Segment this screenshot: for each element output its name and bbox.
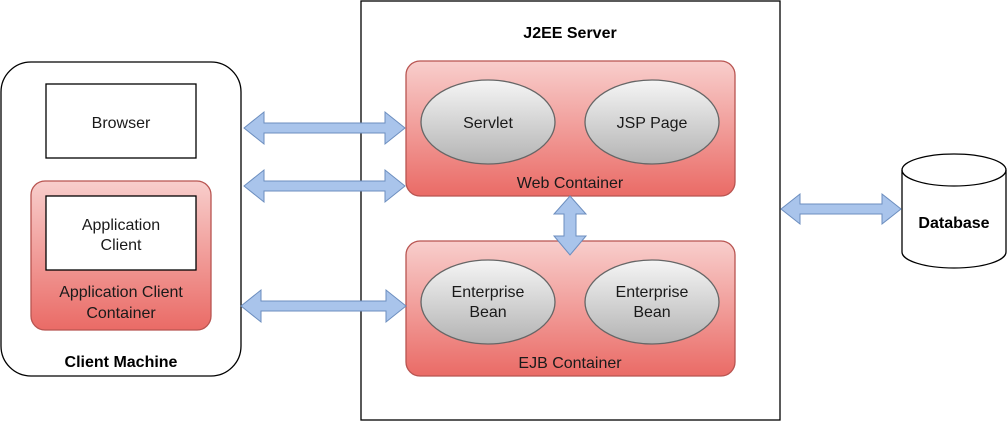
enterprise-bean-left-line2: Bean — [469, 304, 506, 321]
arrow-app-client-ejb-container — [240, 288, 407, 324]
enterprise-bean-left-ellipse — [420, 259, 556, 345]
enterprise-bean-right-line2: Bean — [633, 304, 670, 321]
jsp-page-label: JSP Page — [617, 115, 688, 132]
database-cylinder — [901, 153, 1007, 269]
j2ee-server-title: J2EE Server — [523, 25, 616, 42]
database-cylinder-rim — [901, 169, 1007, 187]
application-client-label-line1: Application — [82, 217, 160, 234]
arrow-app-client-web-container — [243, 168, 406, 204]
jsp-page-ellipse — [584, 79, 720, 165]
browser-box — [45, 83, 197, 159]
enterprise-bean-left-line1: Enterprise — [452, 284, 525, 301]
application-client-box — [45, 195, 197, 271]
enterprise-bean-right-line1: Enterprise — [616, 284, 689, 301]
ejb-container-label: EJB Container — [518, 355, 622, 372]
servlet-label: Servlet — [463, 115, 513, 132]
database-label: Database — [918, 215, 989, 232]
servlet-ellipse — [420, 79, 556, 165]
arrow-browser-web-container — [243, 110, 406, 146]
web-container-label: Web Container — [517, 175, 624, 192]
browser-label: Browser — [92, 115, 151, 132]
application-client-label-line2: Client — [101, 237, 142, 254]
arrow-server-database — [780, 192, 902, 226]
client-machine-title: Client Machine — [65, 354, 178, 371]
enterprise-bean-right-ellipse — [584, 259, 720, 345]
arrow-web-ejb-container — [552, 195, 588, 256]
application-client-container-label-line1: Application Client — [59, 284, 183, 301]
application-client-container-label-line2: Container — [86, 305, 156, 322]
